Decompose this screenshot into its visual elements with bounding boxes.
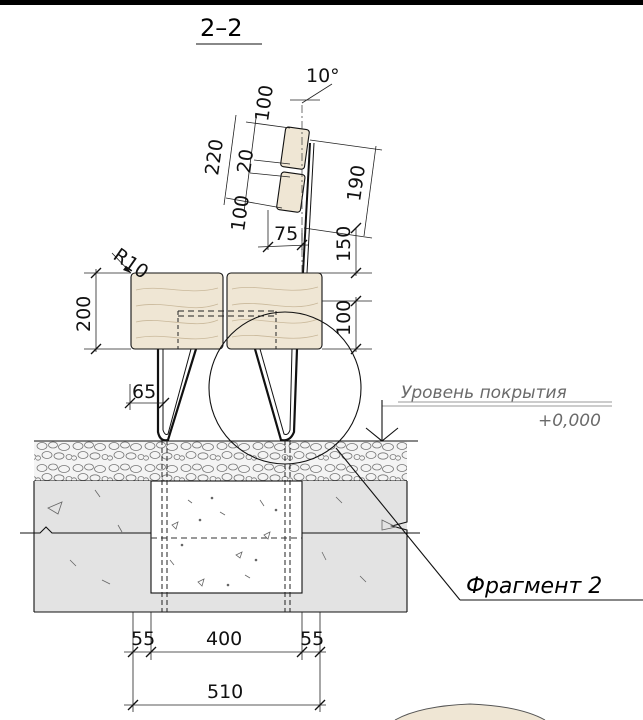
dim-seat-depth: 100 <box>333 300 355 336</box>
section-title-text: 2–2 <box>200 14 243 42</box>
dim-back-lower-board: 100 <box>227 194 254 233</box>
dim-leg-width: 65 <box>132 381 156 403</box>
leg-right <box>253 348 299 612</box>
bench <box>130 105 362 612</box>
concrete-footing <box>150 480 303 594</box>
fragment-circle <box>208 311 362 465</box>
dim-back-height: 190 <box>343 164 370 203</box>
dim-angle: 10° <box>306 65 340 87</box>
surface-elevation-label: +0,000 <box>538 411 601 431</box>
top-border <box>0 0 643 5</box>
surface-level-label: Уровень покрытия <box>401 383 567 403</box>
leg-left <box>156 348 198 612</box>
dim-foot-total: 510 <box>207 681 243 703</box>
seat-board-right <box>226 272 323 350</box>
dim-back-gap: 20 <box>233 148 258 175</box>
section-title: 2–2 <box>196 14 262 45</box>
dim-back-board-height: 100 <box>251 84 278 123</box>
dim-foot-width: 400 <box>206 628 242 650</box>
dim-back-offset: 75 <box>274 223 298 245</box>
dimension-texts: 10° 100 220 20 100 190 75 150 R10 200 10… <box>73 65 370 703</box>
fragment-label: Фрагмент 2 <box>466 574 602 599</box>
ground <box>20 440 420 613</box>
annotations: Уровень покрытия +0,000 Фрагмент 2 <box>398 383 612 599</box>
dim-foot-right: 55 <box>300 628 324 650</box>
back-board-lower <box>276 171 306 213</box>
dim-back-post: 150 <box>333 226 355 262</box>
dim-foot-left: 55 <box>131 628 155 650</box>
dim-back-total: 220 <box>201 138 228 177</box>
dim-seat-height: 200 <box>73 296 95 332</box>
dimension-lines <box>84 83 643 720</box>
